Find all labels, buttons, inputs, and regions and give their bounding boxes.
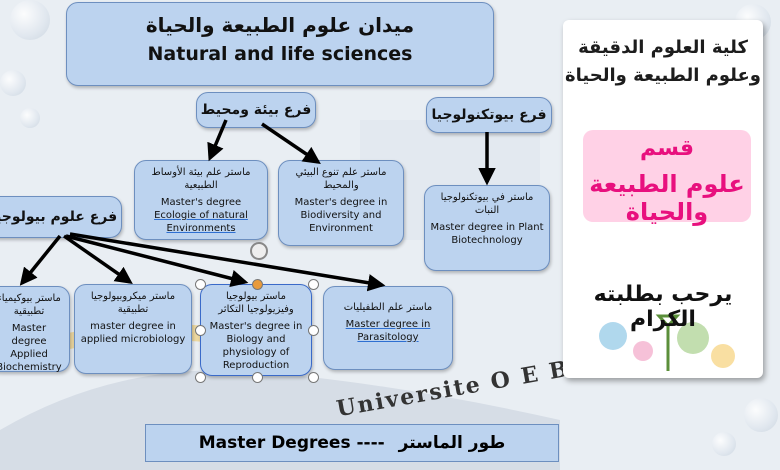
bubble-decoration: [10, 0, 50, 40]
bubble-decoration: [712, 432, 736, 456]
master-parasitology-english-line2: Parasitology: [357, 332, 419, 343]
resize-handle[interactable]: [308, 279, 319, 290]
master-parasitology-english-line1: Master degree in: [328, 318, 448, 331]
master-plant-biotech-arabic: ماستر في بيوتكنولوجيا النبات: [440, 192, 534, 216]
master-biodiversity-arabic: ماستر علم تنوع البيئي والمحيط: [295, 167, 387, 191]
field-title-english: Natural and life sciences: [147, 43, 413, 65]
master-applied-microbiology-english: master degree in applied microbiology: [80, 321, 186, 345]
master-ecology-english-line2: Ecologie of natural Environments: [154, 210, 248, 234]
master-parasitology-english-text: Master degree in: [345, 319, 431, 330]
master-biodiversity-box: ماستر علم تنوع البيئي والمحيط Master's d…: [278, 160, 404, 246]
master-applied-microbiology-arabic: ماستر ميكروبيولوجيا تطبيقية: [90, 291, 176, 315]
master-reproduction-arabic: ماستر بيولوجيا وفيزيولوجيا التكاثر: [218, 291, 294, 315]
master-biodiversity-english: Master's degree in Biodiversity and Envi…: [294, 197, 388, 234]
master-applied-microbiology-box: ماستر ميكروبيولوجيا تطبيقية master degre…: [74, 284, 192, 374]
master-ecology-arabic: ماستر علم بيئة الأوساط الطبيعية: [151, 167, 251, 191]
master-parasitology-arabic: ماستر علم الطفيليات: [343, 302, 433, 313]
master-reproduction-english: Master's degree in Biology and physiolog…: [209, 321, 303, 371]
footer-english: Master Degrees ----: [198, 433, 385, 453]
master-parasitology-box: ماستر علم الطفيليات Master degree in Par…: [323, 286, 453, 370]
faculty-name: كلية العلوم الدقيقة وعلوم الطبيعة والحيا…: [563, 34, 763, 90]
master-applied-biochemistry-english-line2: Applied Biochemistry: [0, 349, 62, 373]
field-title-box: ميدان علوم الطبيعة والحياة Natural and l…: [66, 2, 494, 86]
science-illustration: [599, 314, 735, 371]
resize-handle[interactable]: [195, 279, 206, 290]
footer-ribbon: Master Degrees ---- طور الماستر: [145, 424, 559, 462]
welcome-text: يرحب بطلبته الكرام: [593, 282, 733, 332]
master-applied-biochemistry-box: ماستر بيوكيمياء تطبيقية Master degree Ap…: [0, 286, 70, 373]
faculty-name-line2: وعلوم الطبيعة والحياة: [565, 65, 761, 86]
department-badge: قسم علوم الطبيعة والحياة: [583, 130, 751, 226]
footer-arabic: طور الماستر: [398, 433, 506, 453]
master-applied-biochemistry-arabic: ماستر بيوكيمياء تطبيقية: [0, 293, 61, 317]
master-reproduction-box[interactable]: ماستر بيولوجيا وفيزيولوجيا التكاثر Maste…: [200, 284, 312, 376]
resize-handle[interactable]: [308, 325, 319, 336]
master-plant-biotech-english: Master degree in Plant Biotechnology: [430, 222, 544, 246]
master-ecology-english-line1: Master's degree: [160, 197, 242, 208]
master-ecology-box: ماستر علم بيئة الأوساط الطبيعية Master's…: [134, 160, 268, 240]
field-title-arabic: ميدان علوم الطبيعة والحياة: [145, 13, 415, 37]
branch-biotechnology: فرع بيوتكنولوجيا: [426, 97, 552, 133]
bubble-decoration: [0, 70, 26, 96]
department-badge-line1: قسم: [639, 136, 695, 161]
master-applied-biochemistry-english-line1: Master degree: [11, 323, 47, 347]
bubble-decoration: [744, 398, 778, 432]
resize-handle[interactable]: [195, 372, 206, 383]
faculty-name-line1: كلية العلوم الدقيقة: [578, 37, 748, 58]
department-card: كلية العلوم الدقيقة وعلوم الطبيعة والحيا…: [563, 20, 763, 378]
resize-handle[interactable]: [308, 372, 319, 383]
resize-handle[interactable]: [252, 372, 263, 383]
resize-handle[interactable]: [252, 279, 263, 290]
branch-biology: فرع علوم بيولوجيا: [0, 196, 122, 238]
branch-environment: فرع بيئة ومحيط: [196, 92, 316, 128]
rotate-handle[interactable]: [250, 242, 268, 260]
master-plant-biotech-box: ماستر في بيوتكنولوجيا النبات Master degr…: [424, 185, 550, 271]
bubble-decoration: [20, 108, 40, 128]
department-badge-line2: علوم الطبيعة والحياة: [589, 170, 745, 226]
resize-handle[interactable]: [195, 325, 206, 336]
